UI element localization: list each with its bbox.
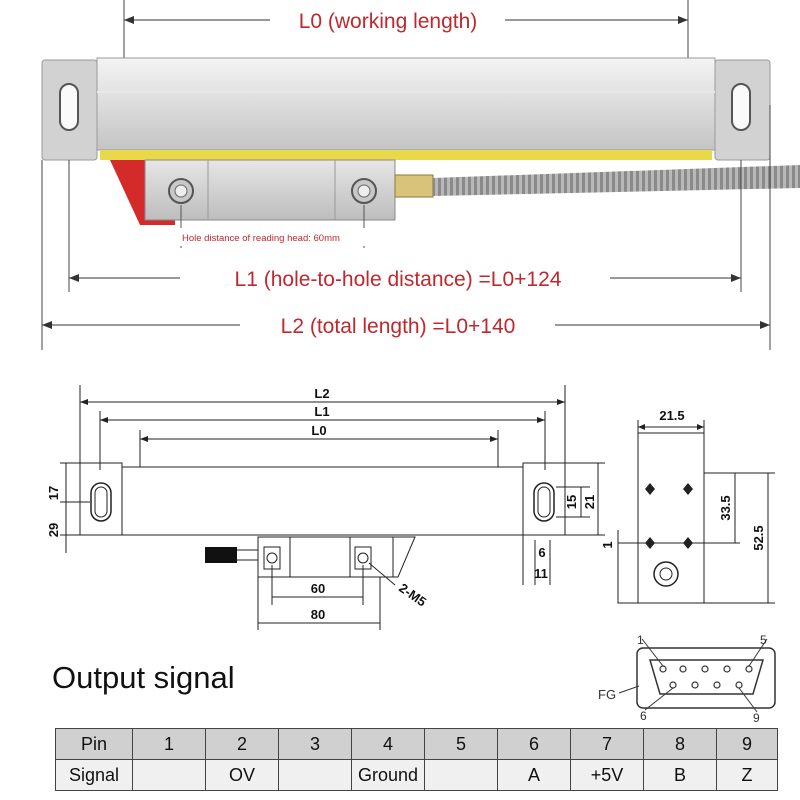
drawing-cable-stub <box>205 547 237 563</box>
dim-m5: 2-M5 <box>396 580 429 609</box>
l1-label: L1 (hole-to-hole distance) =L0+124 <box>235 268 562 291</box>
l0-label: L0 (working length) <box>299 10 478 33</box>
scale-body <box>96 57 716 151</box>
output-signal-title: Output signal <box>52 660 235 695</box>
l2-label: L2 (total length) =L0+140 <box>281 315 516 338</box>
db9-connector-diagram: 1 5 6 9 FG <box>598 633 776 725</box>
pin-signal-table: Pin 1 2 3 4 5 6 7 8 9 Signal OV Ground A… <box>55 728 778 791</box>
pin-5-label: 5 <box>760 633 767 647</box>
right-mount-slot <box>731 83 751 131</box>
drawing-l2-label: L2 <box>314 386 329 401</box>
signal-cell: +5V <box>570 759 644 791</box>
dim-21-5: 21.5 <box>659 408 684 423</box>
cable-gland <box>394 174 434 198</box>
pin-cell: 4 <box>351 728 425 760</box>
dim-6: 6 <box>538 545 545 560</box>
technical-drawing: L2 L1 L0 17 29 15 21 6 11 60 80 2-M5 21.… <box>46 385 775 630</box>
signal-cell <box>132 759 206 791</box>
dim-60: 60 <box>311 581 325 596</box>
dim-80: 80 <box>311 607 325 622</box>
signal-cell <box>424 759 498 791</box>
drawing-reading-head <box>257 536 394 578</box>
dim-15: 15 <box>564 495 579 509</box>
drawing-l1-label: L1 <box>314 404 329 419</box>
drawing-left-end <box>79 462 123 536</box>
signal-cell: B <box>643 759 717 791</box>
connector-shell <box>636 647 776 709</box>
fg-label: FG <box>598 687 616 702</box>
drawing-l0-label: L0 <box>311 423 326 438</box>
hole-distance-note: Hole distance of reading head: 60mm <box>182 233 340 244</box>
signal-cell <box>278 759 352 791</box>
dim-52-5: 52.5 <box>751 525 766 550</box>
dim-1: 1 <box>600 541 615 548</box>
pin-row: Pin 1 2 3 4 5 6 7 8 9 <box>55 728 778 760</box>
signal-cell: Ground <box>351 759 425 791</box>
drawing-right-end <box>522 462 566 536</box>
signal-row: Signal OV Ground A +5V B Z <box>55 759 778 791</box>
left-mount-slot <box>59 83 79 131</box>
pin-cell: 9 <box>716 728 778 760</box>
signal-header: Signal <box>55 759 133 791</box>
signal-cell: A <box>497 759 571 791</box>
dim-21: 21 <box>582 495 597 509</box>
pin-6-label: 6 <box>640 709 647 723</box>
pin-cell: 2 <box>205 728 279 760</box>
pin-cell: 6 <box>497 728 571 760</box>
pin-cell: 3 <box>278 728 352 760</box>
dim-33-5: 33.5 <box>718 495 733 520</box>
dim-17: 17 <box>46 486 61 500</box>
signal-cell: OV <box>205 759 279 791</box>
pin-9-label: 9 <box>753 711 760 725</box>
armored-cable <box>433 165 800 196</box>
pin-cell: 7 <box>570 728 644 760</box>
dim-11: 11 <box>534 566 548 581</box>
connector-trapezoid <box>648 659 765 695</box>
yellow-seal-strip <box>100 150 712 160</box>
dim-29: 29 <box>46 523 61 537</box>
pin-header: Pin <box>55 728 133 760</box>
signal-cell: Z <box>716 759 778 791</box>
pin-cell: 8 <box>643 728 717 760</box>
pin-1-label: 1 <box>637 633 644 647</box>
pin-cell: 5 <box>424 728 498 760</box>
scale-illustration: L0 (working length) Hole distance of rea… <box>41 0 800 350</box>
pin-cell: 1 <box>132 728 206 760</box>
drawing-body <box>121 466 524 536</box>
